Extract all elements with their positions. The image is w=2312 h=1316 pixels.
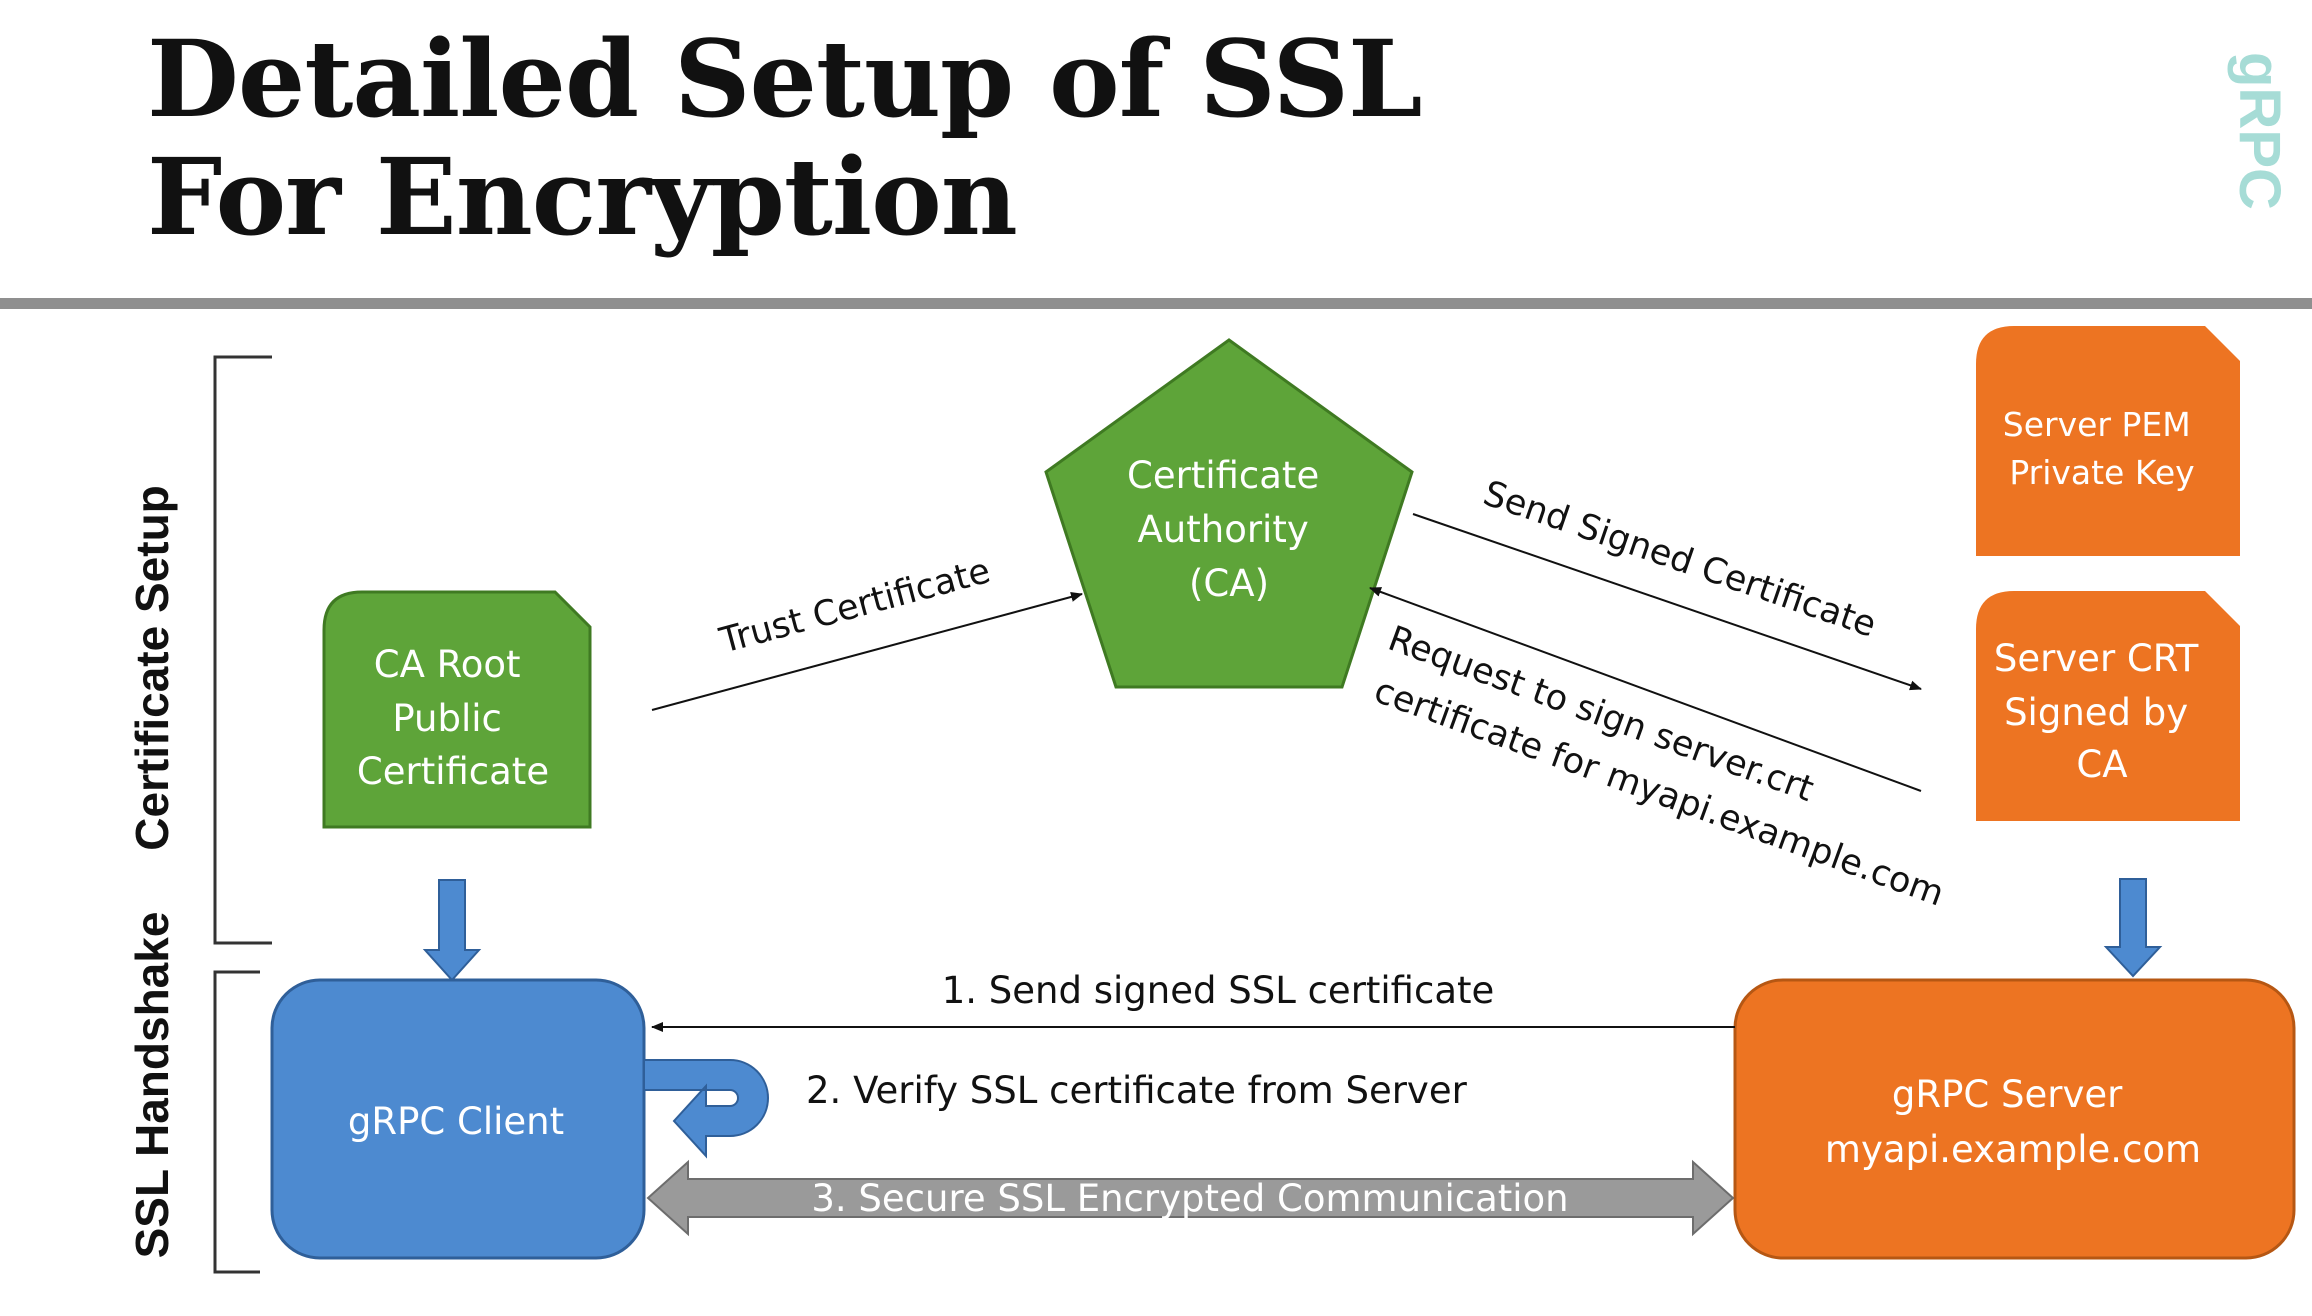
- server-crt-label-line-2: Signed by: [2004, 691, 2188, 734]
- ca-root-label-line-2: Public: [392, 697, 502, 740]
- step3-double-arrow: [646, 1159, 1735, 1237]
- server-crt-label-line-3: CA: [2076, 743, 2127, 786]
- server-pem-key-shape: [1976, 326, 2240, 556]
- send-signed-certificate-arrow: [1412, 513, 1922, 691]
- step2-loop-arrow: [643, 1059, 769, 1159]
- grpc-logo-icon: gRPC: [2227, 52, 2292, 210]
- title-line-2: For Encryption: [147, 134, 1018, 259]
- request-sign-arrow: [1369, 587, 1922, 792]
- ca-root-certificate-shape: [322, 590, 592, 829]
- ca-root-label: CA Root Public Certificate: [357, 643, 549, 793]
- server-crt-shape: [1976, 591, 2240, 821]
- title-divider: [0, 298, 2312, 309]
- request-sign-label-line-2: certificate for myapi.example.com: [1369, 671, 1949, 915]
- ca-label: Certificate Authority (CA): [1127, 454, 1331, 605]
- server-crt-label: Server CRT Signed by CA: [1994, 637, 2210, 786]
- step3-label: 3. Secure SSL Encrypted Communication: [811, 1177, 1568, 1220]
- ca-root-to-client-arrow: [422, 879, 482, 982]
- server-crt-label-line-1: Server CRT: [1994, 637, 2199, 680]
- ca-label-line-2: Authority: [1137, 508, 1308, 551]
- ca-label-line-3: (CA): [1189, 562, 1269, 605]
- grpc-client-label: gRPC Client: [348, 1100, 564, 1143]
- ca-root-label-line-1: CA Root: [374, 643, 521, 686]
- certificate-setup-bracket: [213, 355, 272, 945]
- ssl-handshake-bracket: [213, 970, 260, 1274]
- grpc-server-label-line-2: myapi.example.com: [1825, 1128, 2201, 1171]
- step2-label: 2. Verify SSL certificate from Server: [806, 1069, 1468, 1112]
- page-title: Detailed Setup of SSL For Encryption: [147, 16, 1423, 259]
- trust-certificate-arrow: [651, 592, 1083, 711]
- ca-label-line-1: Certificate: [1127, 454, 1319, 497]
- step1-label: 1. Send signed SSL certificate: [942, 969, 1495, 1012]
- ca-pentagon: [1044, 338, 1414, 689]
- server-pem-label: Server PEM Private Key: [2003, 405, 2201, 492]
- server-pem-label-line-1: Server PEM: [2003, 405, 2191, 444]
- grpc-server-label-line-1: gRPC Server: [1892, 1073, 2123, 1116]
- section-label-certificate-setup: Certificate Setup: [126, 485, 178, 851]
- send-signed-certificate-label: Send Signed Certificate: [1478, 474, 1881, 646]
- grpc-client-box: [270, 978, 646, 1260]
- title-line-1: Detailed Setup of SSL: [147, 16, 1423, 141]
- server-pem-label-line-2: Private Key: [2009, 453, 2194, 492]
- ca-root-label-line-3: Certificate: [357, 750, 549, 793]
- trust-certificate-label: Trust Certificate: [715, 551, 995, 662]
- section-label-ssl-handshake: SSL Handshake: [126, 912, 178, 1259]
- grpc-server-label: gRPC Server myapi.example.com: [1825, 1073, 2201, 1171]
- server-crt-to-server-arrow: [2103, 878, 2163, 978]
- grpc-server-box: [1733, 978, 2296, 1260]
- grpc-logo-text: gRPC: [2227, 52, 2292, 210]
